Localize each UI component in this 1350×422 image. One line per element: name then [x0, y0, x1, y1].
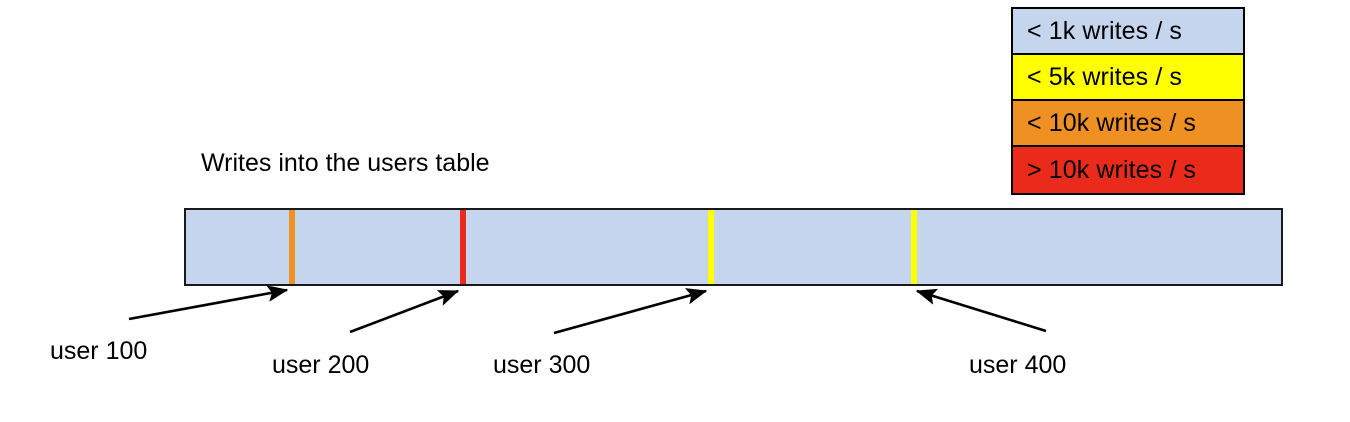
arrow-user-400 — [915, 288, 1047, 333]
arrow-user-300 — [553, 288, 708, 335]
label-user-100: user 100 — [50, 337, 148, 365]
legend-label-under-5k: < 5k writes / s — [1027, 62, 1183, 91]
chart-title: Writes into the users table — [201, 149, 490, 177]
label-user-200: user 200 — [272, 351, 370, 379]
arrow-user-200 — [349, 289, 460, 334]
legend-row-under-5k: < 5k writes / s — [1013, 55, 1243, 101]
legend-row-over-10k: > 10k writes / s — [1013, 147, 1243, 193]
range-marker-user-100 — [289, 210, 295, 284]
range-marker-user-200 — [460, 210, 466, 284]
label-user-400: user 400 — [969, 351, 1067, 379]
users-table-range-bar — [184, 208, 1283, 286]
legend-label-over-10k: > 10k writes / s — [1027, 155, 1197, 184]
legend-label-under-10k: < 10k writes / s — [1027, 108, 1197, 137]
label-user-300: user 300 — [493, 351, 591, 379]
arrow-user-100 — [128, 285, 289, 321]
legend-label-under-1k: < 1k writes / s — [1027, 16, 1183, 45]
range-marker-user-400 — [911, 210, 917, 284]
legend-row-under-1k: < 1k writes / s — [1013, 9, 1243, 55]
write-rate-legend: < 1k writes / s < 5k writes / s < 10k wr… — [1011, 7, 1245, 195]
legend-row-under-10k: < 10k writes / s — [1013, 101, 1243, 147]
range-marker-user-300 — [708, 210, 714, 284]
